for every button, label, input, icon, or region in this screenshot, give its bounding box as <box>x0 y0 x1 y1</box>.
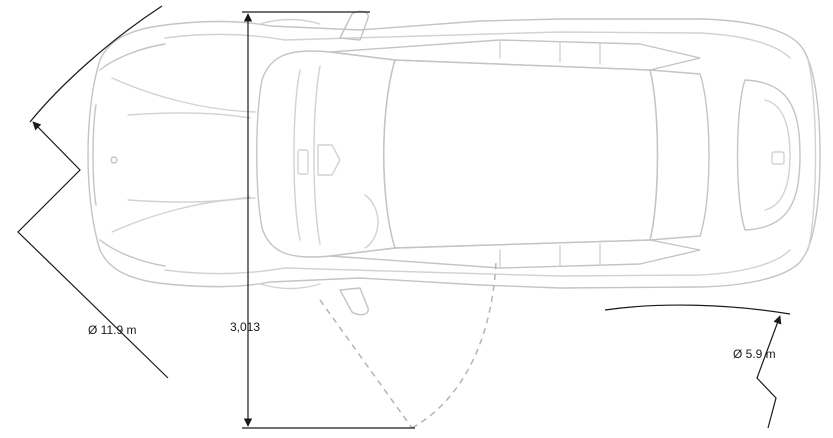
hood-crease-top <box>111 77 256 113</box>
side-window-bottom-divider <box>499 243 601 269</box>
wheelbase-label: 3,013 <box>230 320 261 334</box>
side-window-top <box>329 39 701 71</box>
dashboard-line-inner <box>313 65 321 245</box>
side-window-top-divider <box>499 39 601 65</box>
roof-panel <box>383 59 659 249</box>
rear-handle <box>771 151 785 165</box>
headlight-top <box>99 43 166 71</box>
tailgate <box>736 79 801 231</box>
front-wheel-arch-top <box>259 18 321 25</box>
dashboard-line <box>293 69 301 241</box>
rear-bumper-line <box>807 59 817 251</box>
hood-crease-upper <box>127 112 251 119</box>
door-clearance-label: Ø 5.9 m <box>733 347 776 361</box>
car-top-view <box>87 10 821 316</box>
turning-circle-left <box>17 5 169 379</box>
wheelbase-dimension <box>242 11 415 429</box>
dashboard-vent <box>297 149 309 175</box>
side-window-bottom <box>329 239 701 269</box>
door-swing-arc <box>319 261 497 429</box>
front-grille <box>92 104 97 206</box>
mirror-top <box>339 10 369 41</box>
steering-wheel <box>364 194 379 249</box>
tailgate-inner <box>764 99 791 211</box>
instrument-cluster <box>317 144 341 176</box>
car-shoulder-line-top <box>164 31 791 59</box>
front-wheel-arch-bottom <box>259 283 321 290</box>
headlight-bottom <box>99 239 166 267</box>
rear-window <box>649 69 710 241</box>
turning-circle-label: Ø 11.9 m <box>88 323 137 337</box>
star-emblem <box>110 156 118 164</box>
car-shoulder-line-bottom <box>164 249 791 277</box>
windshield <box>256 50 396 258</box>
mirror-bottom <box>339 287 369 316</box>
car-body-outline <box>87 18 821 289</box>
turning-circle-right <box>604 304 791 429</box>
hood-crease-bottom <box>111 197 256 233</box>
